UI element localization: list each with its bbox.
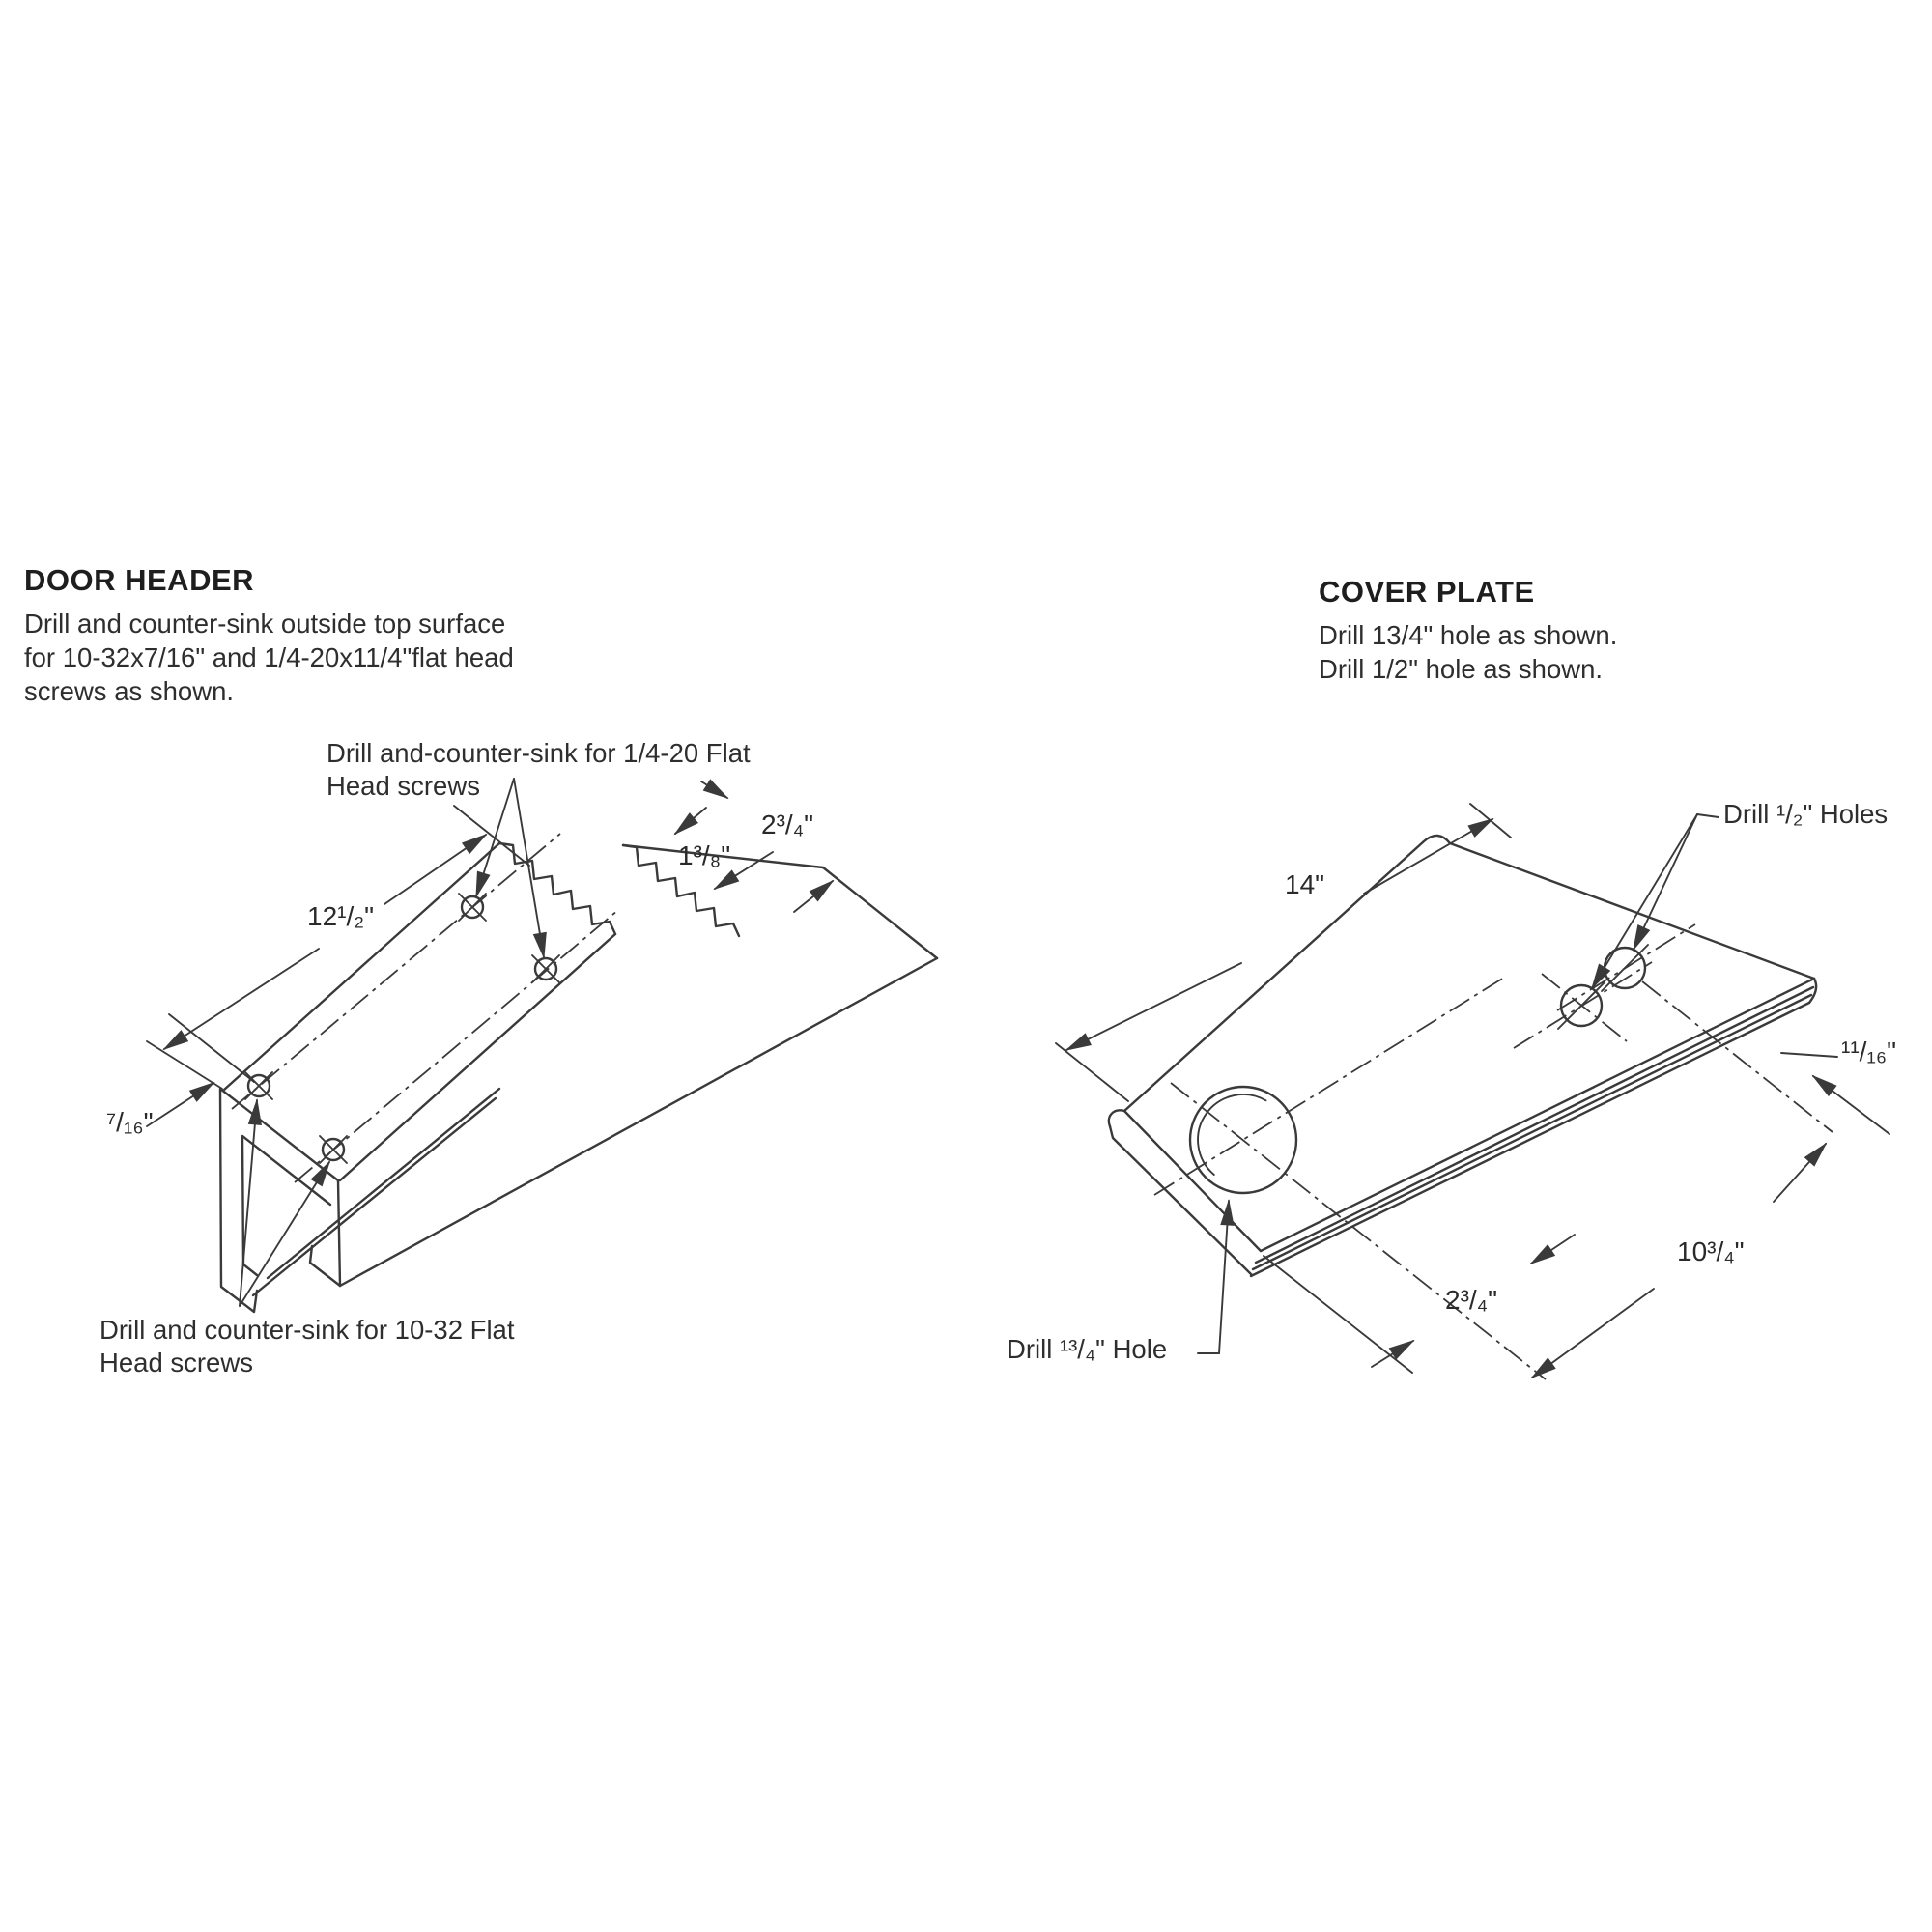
- leader-quarter20-b: [513, 778, 547, 960]
- beam-top-right-edge: [338, 932, 617, 1182]
- hole-1-3-4-chamfer: [1197, 1094, 1267, 1176]
- channel-front-outer: [218, 1087, 340, 1314]
- plate-band-line-3: [1249, 1001, 1811, 1278]
- hole-1-3-4: [1188, 1085, 1298, 1195]
- ext-line-plate-left: [1055, 1042, 1129, 1102]
- ext-line-front: [146, 1040, 223, 1090]
- dim-label-11-16: ¹¹/₁₆": [1841, 1037, 1897, 1066]
- cover-plate-centerlines: [1153, 923, 1833, 1380]
- break-line-1: [497, 841, 617, 936]
- cover-plate-callout-large-hole: Drill ¹³/₄" Hole: [1007, 1334, 1168, 1364]
- dim-2-3-4-b: [793, 879, 835, 913]
- ext-line-right: [453, 805, 530, 867]
- channel-lip-line-2: [266, 1087, 501, 1280]
- beam-bottom-edge: [338, 956, 939, 1288]
- cover-plate-title: COVER PLATE: [1319, 575, 1535, 609]
- break-line-2: [621, 843, 741, 938]
- dim-1-3-8-b: [673, 807, 707, 836]
- centerline-small-hole-a: [1556, 923, 1696, 1011]
- leader-quarter20-a: [475, 778, 515, 898]
- door-header-callout-top: Drill and-counter-sink for 1/4-20 Flat H…: [327, 738, 751, 801]
- door-header-drawing: [218, 841, 939, 1314]
- dim-14-right: [1363, 817, 1494, 895]
- door-header-description: Drill and counter-sink outside top surfa…: [24, 609, 514, 706]
- dim-2-3-4-cover-b: [1529, 1234, 1576, 1265]
- plate-left-edge: [1122, 1109, 1263, 1253]
- dim-14-left: [1065, 962, 1242, 1051]
- leader-large-hole: [1197, 1198, 1235, 1354]
- dim-label-12-1-2: 12¹/₂": [307, 901, 375, 931]
- ext-line-front-corner: [1263, 1255, 1413, 1374]
- plate-band-line-1: [1254, 985, 1815, 1264]
- centerline-small-hole-b: [1513, 961, 1653, 1049]
- dim-label-14: 14": [1285, 869, 1325, 899]
- beam-rear-top-edge: [621, 843, 825, 869]
- door-header-title: DOOR HEADER: [24, 563, 255, 597]
- door-header-callout-bottom: Drill and counter-sink for 10-32 Flat He…: [99, 1315, 515, 1378]
- dim-11-16: [1811, 1074, 1890, 1135]
- door-header-centerlines: [231, 833, 619, 1183]
- centerline-large-hole-cross: [1170, 1082, 1547, 1380]
- dim-7-16: [146, 1081, 215, 1127]
- dim-11-16-leader: [1780, 1052, 1838, 1058]
- plate-front-edge: [1259, 977, 1816, 1253]
- leader-half-hole-b: [1590, 813, 1698, 990]
- dim-2-3-4-cover-a: [1371, 1339, 1415, 1368]
- channel-right-foot: [308, 1244, 342, 1288]
- beam-end-edge: [821, 866, 939, 960]
- centerline-ext-small-holes: [1641, 980, 1833, 1133]
- dim-2-3-4-a: [713, 851, 774, 891]
- hole-quarter-20-a: [460, 895, 485, 920]
- dim-12half-right: [384, 833, 488, 905]
- door-header-dimensions: [146, 778, 835, 1307]
- plate-lip-edge: [1108, 1124, 1254, 1277]
- cover-plate-drawing: [1107, 834, 1818, 1278]
- cover-plate-callout-small-holes: Drill ¹/₂" Holes: [1723, 799, 1889, 829]
- channel-front-inner: [241, 1134, 332, 1277]
- centerline-small-hole-cross: [1541, 973, 1628, 1042]
- beam-top-left-edge: [222, 841, 501, 1092]
- hole-10-32-a: [246, 1073, 271, 1098]
- channel-lip-line-1: [251, 1096, 497, 1297]
- centerline-row2: [294, 909, 619, 1183]
- leader-half-holes-tick: [1696, 813, 1719, 818]
- dim-10-3-4-right: [1773, 1142, 1828, 1203]
- dim-10-3-4-left: [1530, 1288, 1655, 1379]
- dim-label-7-16: ⁷/₁₆": [106, 1107, 154, 1137]
- dim-label-2-3-4-cover: 2³/₄": [1445, 1285, 1498, 1315]
- dim-label-10-3-4: 10³/₄": [1677, 1236, 1745, 1266]
- centerline-row1: [231, 833, 561, 1110]
- dim-label-2-3-4-header: 2³/₄": [761, 810, 814, 839]
- hole-10-32-b: [321, 1137, 346, 1162]
- cover-plate-description: Drill 13/4" hole as shown. Drill 1/2" ho…: [1319, 620, 1618, 684]
- leader-1032-b: [239, 1160, 331, 1307]
- channel-right-leg: [336, 1179, 342, 1288]
- leader-half-hole-a: [1633, 813, 1698, 952]
- cover-plate-dimensions: [1055, 803, 1890, 1379]
- leader-1032-a: [239, 1097, 262, 1307]
- dim-label-1-3-8: 1³/₈": [678, 840, 731, 870]
- plate-right-cap: [1807, 977, 1818, 1005]
- hole-half-b: [1559, 983, 1604, 1028]
- centerline-large-hole-axis: [1153, 975, 1508, 1196]
- plate-outline: [1107, 834, 1816, 1128]
- dim-12half-left: [162, 948, 320, 1051]
- dim-1-3-8-a: [700, 779, 729, 800]
- ext-line-hole-row: [168, 1013, 255, 1083]
